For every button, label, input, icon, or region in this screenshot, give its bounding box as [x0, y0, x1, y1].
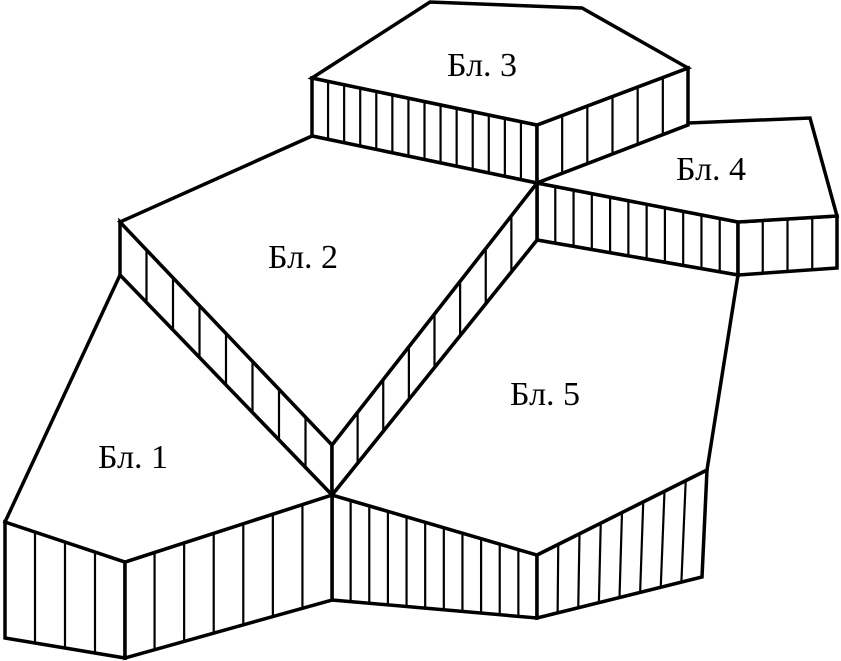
- hatch-line: [659, 491, 666, 588]
- block-3-label: Бл. 3: [447, 47, 517, 84]
- block-3-top: [307, 0, 693, 127]
- hatch-line: [577, 533, 581, 608]
- block-4-hatching: [554, 186, 721, 272]
- block-3: Бл. 3: [307, 0, 693, 186]
- hatch-line: [618, 512, 624, 598]
- block-3-hatching: [326, 81, 523, 180]
- block-4-hatching-right: [761, 217, 814, 274]
- block-1-hatching: [33, 532, 97, 653]
- block-2-label: Бл. 2: [268, 239, 338, 276]
- block-3-hatching-right: [561, 77, 664, 174]
- block-2-top: [117, 134, 541, 448]
- hatch-line: [680, 480, 687, 583]
- block-1-label: Бл. 1: [98, 439, 168, 476]
- block-2-hatching: [145, 249, 307, 468]
- block-4: Бл. 4: [530, 116, 840, 278]
- block-2: Бл. 2: [117, 134, 541, 500]
- block-1-hatching-right: [153, 504, 304, 650]
- block-1-top: [2, 271, 336, 564]
- hatch-line: [556, 544, 560, 613]
- block-2-hatching-right: [356, 215, 513, 464]
- block-4-top: [530, 116, 840, 224]
- block-4-label: Бл. 4: [676, 151, 746, 188]
- block-5-label: Бл. 5: [510, 376, 580, 413]
- hatch-line: [597, 523, 602, 603]
- block-5: Бл. 5: [328, 238, 740, 621]
- hatch-line: [639, 501, 645, 593]
- block-5-hatching-right: [556, 480, 687, 613]
- block-5-hatching: [349, 500, 520, 617]
- block-1: Бл. 1: [2, 271, 336, 661]
